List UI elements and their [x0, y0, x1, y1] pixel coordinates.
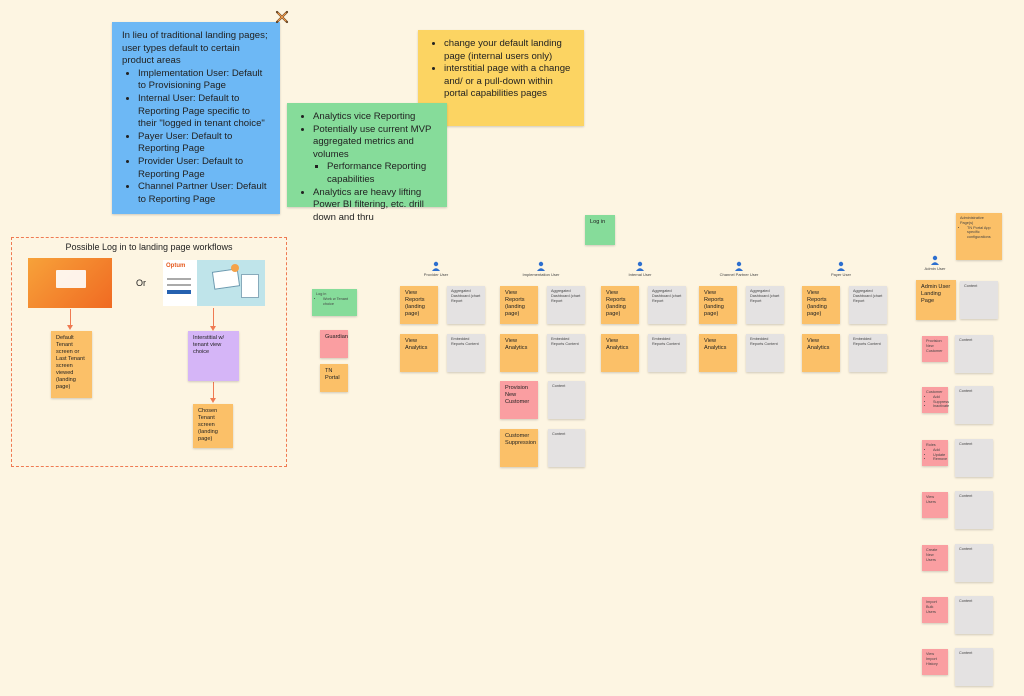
admin-user-icon [930, 252, 940, 262]
admin-pages-note[interactable]: Administrative Page(s) TN Portal App spe… [956, 213, 1002, 260]
user-type-label: Payer User [831, 272, 851, 277]
analytics-subitem: Performance Reporting capabilities [327, 161, 437, 186]
admin-item-label: View Users [926, 495, 944, 505]
reports-desc-sticky[interactable]: Aggregated Dashboard (chart Report [849, 286, 887, 324]
user-type-label: Channel Partner User [720, 272, 759, 277]
arrow-head [210, 398, 216, 403]
analytics-note[interactable]: Analytics vice Reporting Potentially use… [287, 103, 447, 207]
admin-item-label: Create New Users [926, 548, 944, 562]
admin-item-sticky[interactable]: View Import History [922, 649, 948, 675]
arrow-line [213, 382, 214, 399]
admin-landing-content[interactable]: Content [960, 281, 998, 319]
admin-item-label: View Import History [926, 652, 944, 666]
user-type-label: Implementation User [523, 272, 560, 277]
view-analytics-sticky[interactable]: View Analytics [400, 334, 438, 372]
admin-item-sticky[interactable]: Import Bulk Users [922, 597, 948, 623]
view-analytics-sticky[interactable]: View Analytics [500, 334, 538, 372]
optum-logo: Optum [166, 263, 185, 269]
user-type-label: Provider User [424, 272, 448, 277]
reports-desc-sticky[interactable]: Aggregated Dashboard (chart Report [547, 286, 585, 324]
tn-portal-sticky[interactable]: TN Portal [320, 364, 348, 392]
work-as-item: Work w Tenant choice [323, 297, 353, 307]
user-icon [734, 258, 744, 268]
admin-item-content[interactable]: Content [955, 439, 993, 477]
reports-desc-sticky[interactable]: Aggregated Dashboard (chart Report [648, 286, 686, 324]
default-tenant-sticky[interactable]: Default Tenant screen or Last Tenant scr… [51, 331, 92, 398]
admin-item-sticky[interactable]: CustomerAddSuppressInactivate [922, 387, 948, 413]
admin-item-bullet: Inactivate [933, 404, 944, 409]
admin-item-content[interactable]: Content [955, 386, 993, 424]
reports-desc-sticky[interactable]: Aggregated Dashboard (chart Report [746, 286, 784, 324]
customer-suppression-sticky[interactable]: Customer Suppression [500, 429, 538, 467]
or-label: Or [136, 278, 146, 288]
admin-user-label: Admin User [925, 266, 946, 271]
admin-item-sticky[interactable]: Provision New Customer [922, 336, 948, 362]
analytics-desc-sticky[interactable]: Embedded Reports Content [746, 334, 784, 372]
arrow-line [213, 308, 214, 327]
analytics-desc-sticky[interactable]: Embedded Reports Content [648, 334, 686, 372]
admin-item-label: Import Bulk Users [926, 600, 944, 614]
analytics-item: Analytics are heavy lifting Power BI fil… [313, 187, 437, 225]
admin-item-label: Provision New Customer [926, 339, 944, 353]
workflow-title: Possible Log in to landing page workflow… [11, 242, 287, 252]
admin-item-content[interactable]: Content [955, 491, 993, 529]
guardian-sticky[interactable]: Guardian [320, 330, 348, 358]
analytics-desc-sticky[interactable]: Embedded Reports Content [849, 334, 887, 372]
interstitial-screenshot: Optum [163, 260, 265, 306]
default-item: change your default landing page (intern… [444, 38, 574, 63]
landing-item: Channel Partner User: Default to Reporti… [138, 181, 270, 206]
suppression-content-sticky[interactable]: Content [548, 429, 585, 467]
admin-item-bullet: Remove [933, 457, 944, 462]
admin-item-sticky[interactable]: View Users [922, 492, 948, 518]
view-analytics-sticky[interactable]: View Analytics [802, 334, 840, 372]
user-type-label: Internal User [629, 272, 652, 277]
login-sticky[interactable]: Log in [585, 215, 615, 245]
view-reports-sticky[interactable]: View Reports (landing page) [500, 286, 538, 324]
admin-pages-item: TN Portal App specific configurations [967, 226, 998, 240]
landing-item: Provider User: Default to Reporting Page [138, 156, 270, 181]
default-login-screenshot [28, 258, 112, 308]
admin-item-content[interactable]: Content [955, 544, 993, 582]
admin-landing-sticky[interactable]: Admin User Landing Page [916, 280, 956, 320]
landing-item: Implementation User: Default to Provisio… [138, 68, 270, 93]
admin-item-content[interactable]: Content [955, 335, 993, 373]
pin-icon [273, 9, 291, 27]
provision-content-sticky[interactable]: Content [548, 381, 585, 419]
user-icon [431, 258, 441, 268]
landing-item: Payer User: Default to Reporting Page [138, 131, 270, 156]
admin-pages-title: Administrative Page(s) [960, 216, 998, 226]
view-reports-sticky[interactable]: View Reports (landing page) [400, 286, 438, 324]
default-item: interstitial page with a change and/ or … [444, 63, 574, 101]
landing-intro: In lieu of traditional landing pages; us… [122, 30, 270, 68]
admin-item-content[interactable]: Content [955, 648, 993, 686]
interstitial-sticky[interactable]: Interstitial w/ tenant view choice [188, 331, 239, 381]
view-reports-sticky[interactable]: View Reports (landing page) [802, 286, 840, 324]
user-icon [836, 258, 846, 268]
arrow-head [67, 325, 73, 330]
landing-defaults-note[interactable]: In lieu of traditional landing pages; us… [112, 22, 280, 214]
admin-item-sticky[interactable]: RolesAddUpdateRemove [922, 440, 948, 466]
provision-new-customer-sticky[interactable]: Provision New Customer [500, 381, 538, 419]
chosen-tenant-sticky[interactable]: Chosen Tenant screen (landing page) [193, 404, 233, 448]
view-reports-sticky[interactable]: View Reports (landing page) [699, 286, 737, 324]
view-reports-sticky[interactable]: View Reports (landing page) [601, 286, 639, 324]
view-analytics-sticky[interactable]: View Analytics [601, 334, 639, 372]
admin-item-content[interactable]: Content [955, 596, 993, 634]
work-as-sticky[interactable]: Log in Work w Tenant choice [312, 289, 357, 316]
landing-item: Internal User: Default to Reporting Page… [138, 93, 270, 131]
analytics-desc-sticky[interactable]: Embedded Reports Content [447, 334, 485, 372]
reports-desc-sticky[interactable]: Aggregated Dashboard (chart Report [447, 286, 485, 324]
admin-item-sticky[interactable]: Create New Users [922, 545, 948, 571]
user-icon [635, 258, 645, 268]
view-analytics-sticky[interactable]: View Analytics [699, 334, 737, 372]
arrow-line [70, 309, 71, 326]
user-icon [536, 258, 546, 268]
analytics-item: Potentially use current MVP aggregated m… [313, 124, 437, 162]
analytics-item: Analytics vice Reporting [313, 111, 437, 124]
analytics-desc-sticky[interactable]: Embedded Reports Content [547, 334, 585, 372]
